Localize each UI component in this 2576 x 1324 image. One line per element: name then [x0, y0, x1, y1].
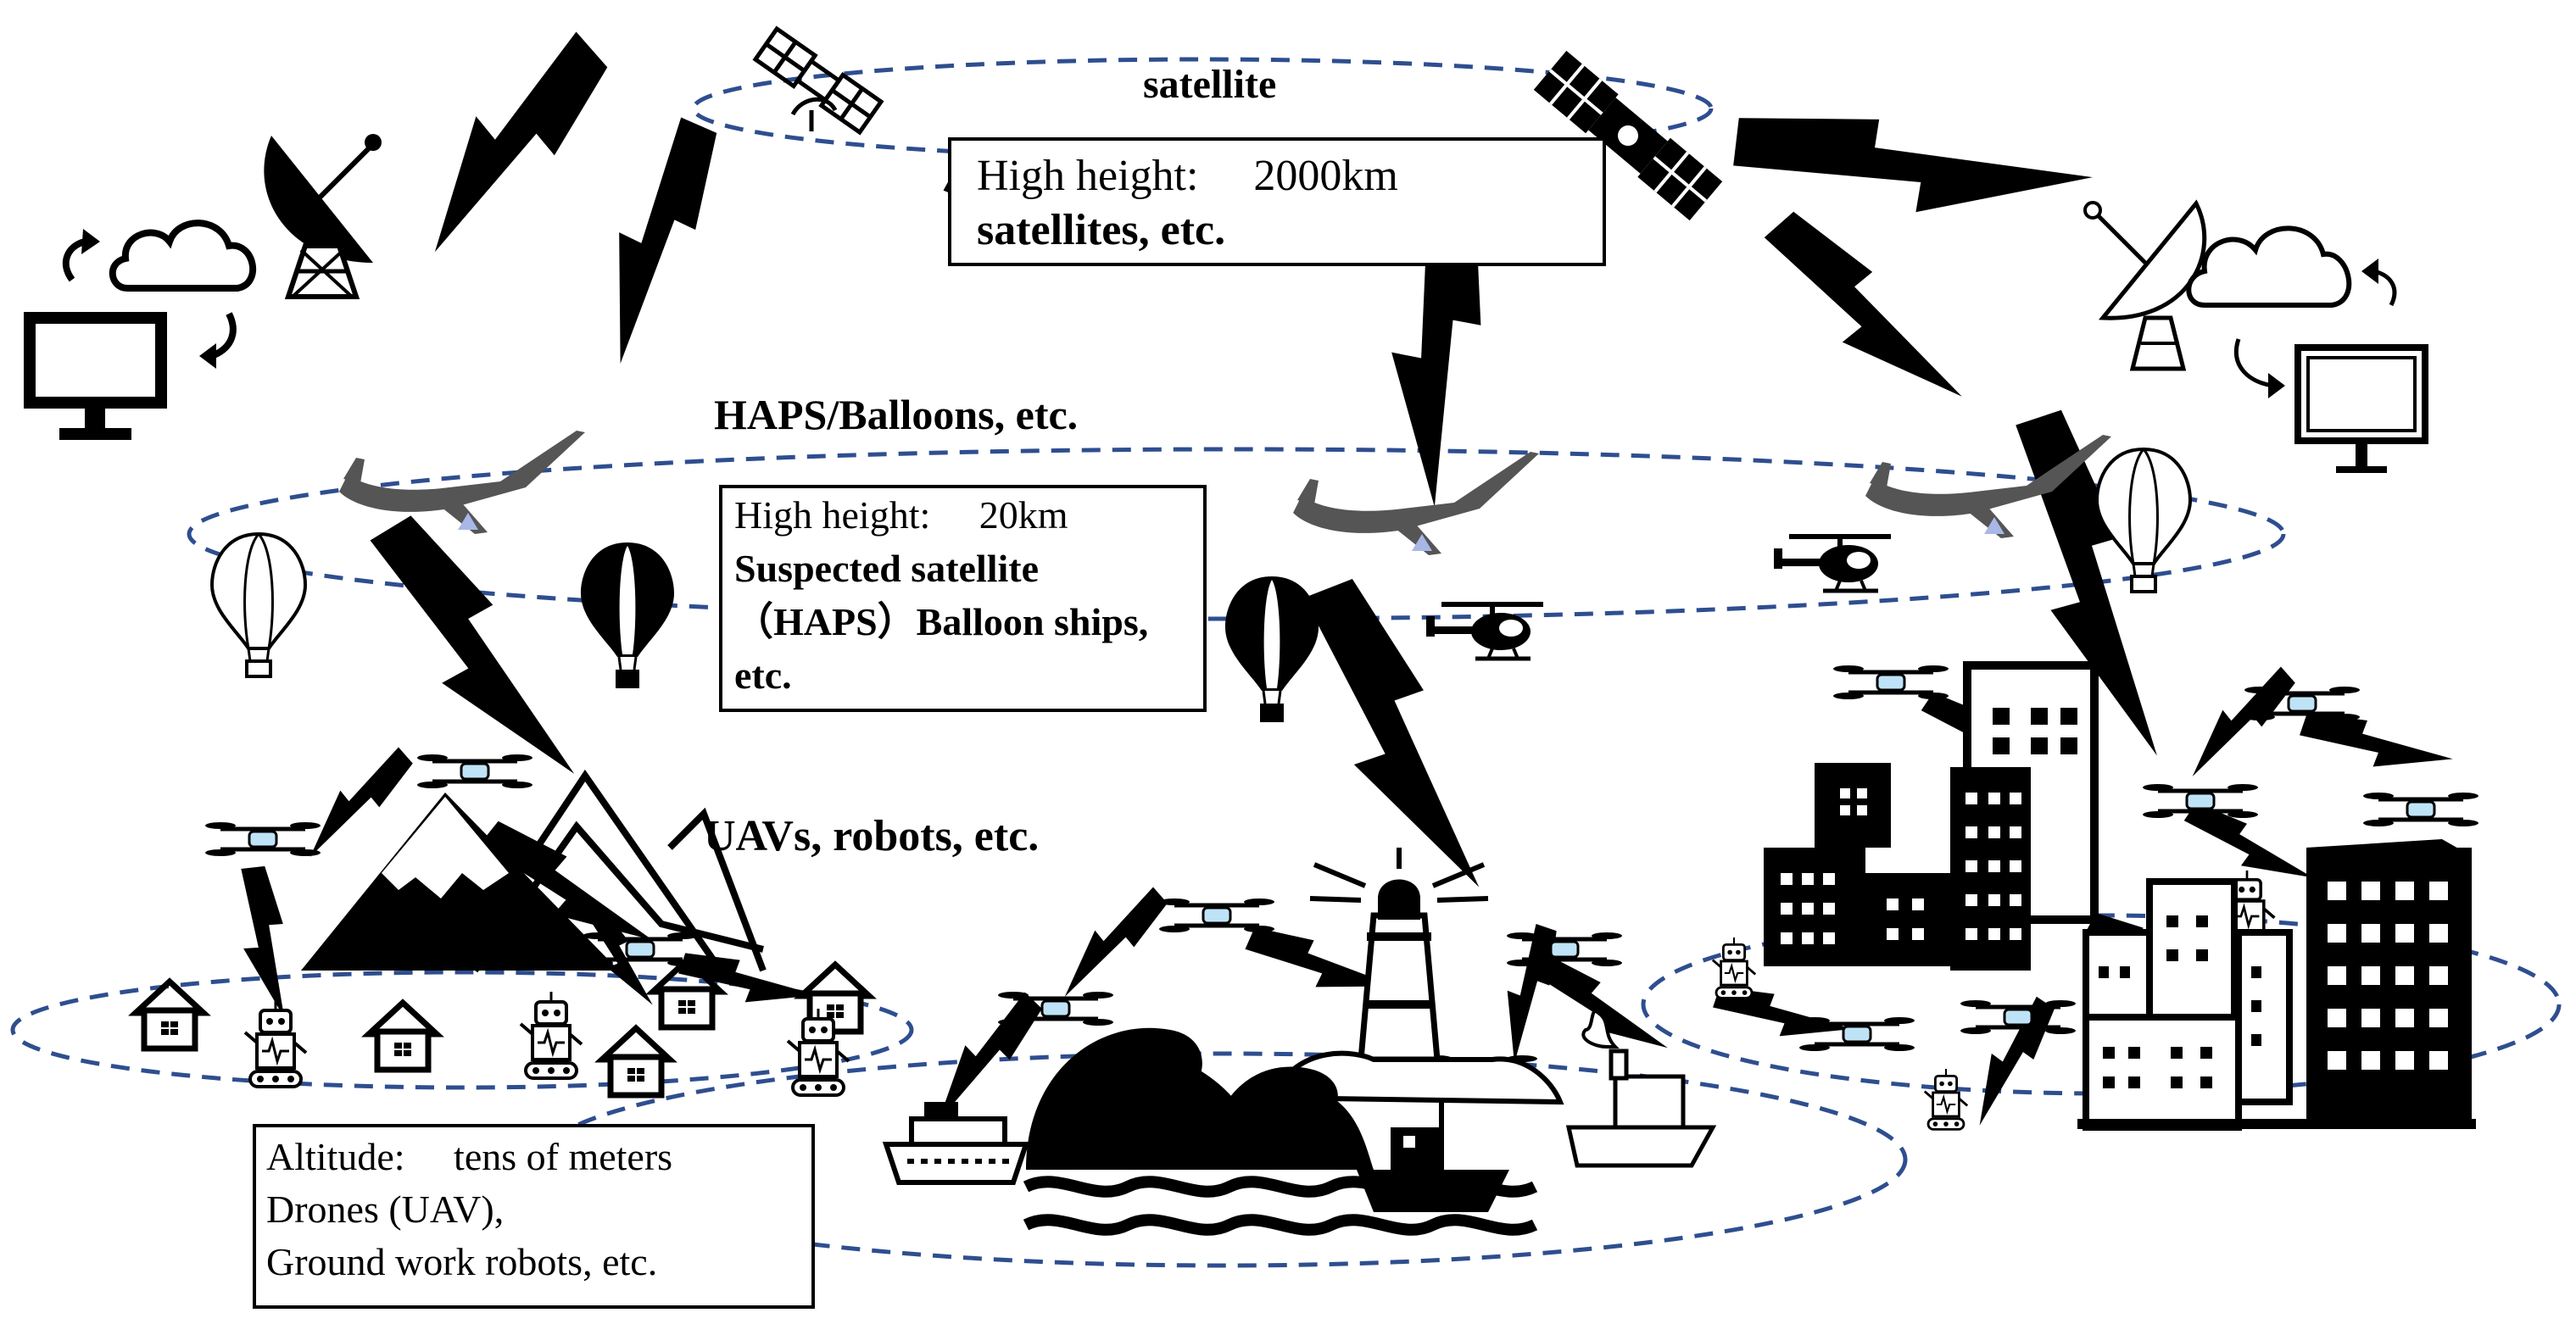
satellite-icon-large — [1533, 50, 1723, 221]
cloud-icon — [2186, 225, 2352, 308]
drone-icon — [1833, 665, 1949, 699]
dish-antenna-icon — [264, 134, 382, 299]
ground-altitude-text: Altitude: tens of meters — [266, 1135, 673, 1178]
link-ground-left-satellite — [375, 27, 643, 253]
link-drone-left-2 — [228, 864, 298, 1018]
balloon-solid-icon-left — [579, 541, 676, 690]
robot-icon — [519, 990, 583, 1080]
ground-robots-text: Ground work robots, etc. — [266, 1240, 658, 1283]
drone-icon — [1507, 932, 1622, 966]
mountains-icon — [301, 769, 767, 973]
link-drone-sea-3 — [906, 989, 1062, 1121]
ground-station-right — [2083, 199, 2428, 473]
haps-info-box: High height: 20km Suspected satellite （H… — [719, 485, 1207, 712]
drone-icon — [1960, 1000, 2076, 1034]
drone-icon — [1799, 1017, 1915, 1051]
sync-arrow-icon — [62, 238, 86, 282]
drone-icon — [205, 822, 321, 856]
ground-ellipse-left — [10, 970, 914, 1090]
drone-icon — [2363, 793, 2478, 826]
ground-info-box: Altitude: tens of meters Drones (UAV), G… — [253, 1124, 815, 1309]
link-drone-city-2 — [2166, 665, 2311, 776]
layer-ellipses — [10, 57, 2562, 1268]
monitor-icon — [2294, 344, 2428, 473]
link-drone-sea-5 — [1529, 933, 1668, 1084]
cargo-ship-icon — [1565, 1009, 1717, 1168]
link-drone-city-3 — [2295, 684, 2453, 808]
drone-icon — [583, 932, 698, 966]
helicopter-icon-right — [1774, 537, 1891, 591]
robot-icon — [1923, 1067, 1969, 1131]
balloon-outline-icon-left — [210, 532, 307, 678]
satellite-info-box: High height: 2000km satellites, etc. — [948, 137, 1606, 266]
haps-type-text-2: （HAPS）Balloon ships, — [734, 600, 1149, 643]
house-icon — [602, 1028, 670, 1095]
house-icon — [369, 1003, 437, 1070]
balloon-outline-icon-right — [2095, 448, 2192, 593]
ground-station-left — [24, 134, 382, 440]
link-satellite-haps-right — [1760, 185, 1962, 442]
haps-type-text-3: etc. — [734, 654, 792, 697]
satellite-height-text: High height: 2000km — [977, 152, 1398, 200]
haps-ellipse — [187, 447, 2286, 621]
haps-layer-label: HAPS/Balloons, etc. — [714, 391, 1079, 438]
haps-plane-icon-center — [1293, 452, 1539, 555]
lighthouse-icon — [1268, 848, 1564, 1105]
robot-icon — [243, 999, 308, 1088]
satellite-type-text: satellites, etc. — [977, 206, 1226, 254]
link-drone-left-1 — [284, 745, 428, 857]
drone-icon — [1159, 898, 1274, 932]
building-windows — [1781, 708, 2448, 1088]
helicopter-icon-center — [1426, 604, 1543, 659]
drone-icon — [2143, 784, 2258, 818]
cloud-icon — [109, 220, 256, 292]
balloon-solid-icon-center — [1224, 575, 1320, 724]
house-icon — [136, 982, 204, 1049]
satellite-layer-label: satellite — [1143, 62, 1277, 107]
link-satellite-haps-left — [545, 111, 761, 364]
satellite-ellipse — [691, 57, 1714, 160]
uav-layer-label: UAVs, robots, etc. — [704, 812, 1040, 860]
satellite-icon-small — [752, 25, 884, 136]
ground-drones-text: Drones (UAV), — [266, 1188, 505, 1231]
haps-type-text: Suspected satellite — [734, 547, 1040, 590]
cruise-ship-icon — [882, 1102, 1030, 1185]
haps-height-text: High height: 20km — [734, 493, 1068, 537]
monitor-icon — [24, 312, 167, 440]
fishing-boat-icon — [1357, 1102, 1509, 1212]
haps-plane-icon-left — [339, 431, 585, 534]
dish-antenna-icon — [2083, 199, 2207, 371]
drone-icon — [417, 754, 532, 788]
